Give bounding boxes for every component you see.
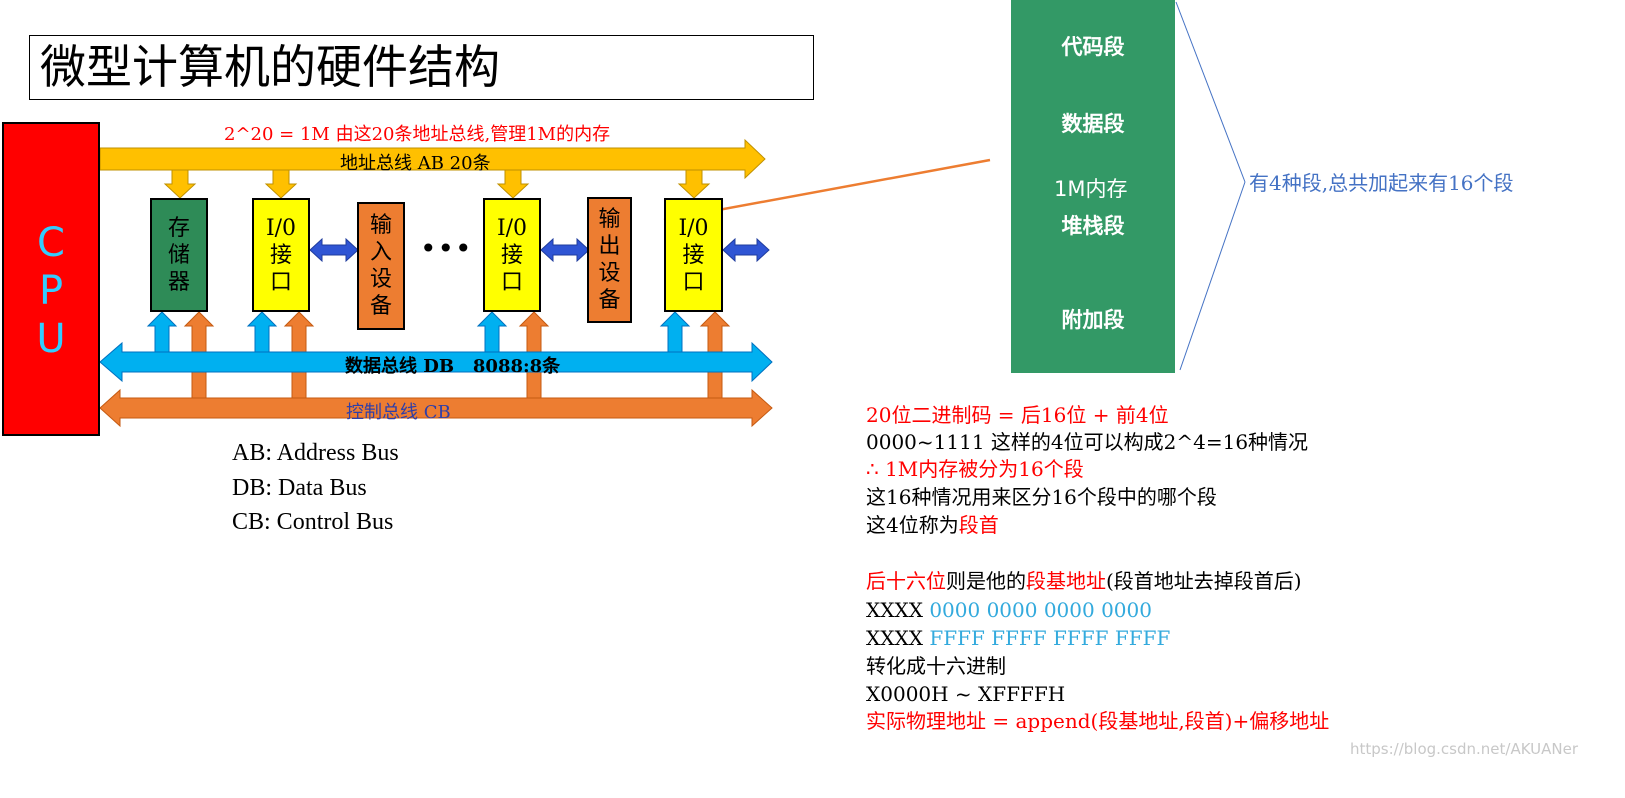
segment-extra: 附加段 [1011, 271, 1175, 373]
brace-note: 有4种段,总共加起来有16个段 [1249, 171, 1514, 195]
note-text: (段首地址去掉段首后) [1106, 569, 1302, 593]
legend-ab: AB: Address Bus [232, 440, 399, 466]
io1-input-arrow [309, 237, 359, 263]
cpu-letter: U [36, 316, 66, 362]
cpu-block: C P U [2, 122, 100, 436]
io-interface-1: I/0 接 口 [252, 198, 310, 312]
output-char: 备 [598, 288, 621, 313]
input-device: 输 入 设 备 [357, 202, 405, 330]
control-bus-label: 控制总线 CB [346, 402, 451, 423]
note-line-10: X0000H ~ XFFFFH [866, 682, 1066, 706]
input-char: 输 [369, 213, 392, 238]
segment-data: 数据段 [1011, 87, 1175, 174]
io-label: 接 [682, 242, 705, 268]
io-label: I/0 [265, 215, 297, 241]
cpu-letter: P [38, 268, 64, 314]
memory-label: 1M内存 [1054, 177, 1128, 201]
io-interface-3: I/0 接 口 [664, 198, 723, 312]
segment-code: 代码段 [1011, 0, 1175, 87]
output-char: 设 [598, 261, 621, 286]
note-highlight: 段首 [958, 513, 999, 537]
output-char: 出 [598, 234, 621, 259]
output-device: 输 出 设 备 [587, 197, 632, 323]
note-highlight: 后十六位 [866, 569, 946, 593]
io3-out-arrow [722, 237, 770, 263]
note-line-3: ∴ 1M内存被分为16个段 [866, 457, 1084, 481]
io-label: I/0 [496, 215, 528, 241]
io-label: I/0 [678, 215, 709, 241]
note-binary: FFFF FFFF FFFF FFFF [929, 626, 1171, 650]
input-char: 入 [369, 240, 392, 265]
data-arrow-io2 [476, 311, 508, 353]
address-bus-note: 2^20 = 1M 由这20条地址总线,管理1M的内存 [224, 124, 611, 145]
note-text: 这4位称为 [866, 513, 959, 537]
io-interface-2: I/0 接 口 [483, 198, 541, 312]
note-line-9: 转化成十六进制 [866, 654, 1006, 678]
data-arrow-io3 [659, 311, 691, 353]
data-arrow-memory [146, 311, 178, 353]
cpu-letter: C [37, 220, 65, 266]
ellipsis: ••• [420, 232, 473, 265]
input-char: 备 [369, 294, 392, 319]
data-bus-label: 数据总线 DB 8088:8条 [345, 356, 561, 377]
note-text: XXXX [866, 626, 923, 650]
watermark: https://blog.csdn.net/AKUANer [1350, 740, 1579, 758]
note-line-1: 20位二进制码 = 后16位 + 前4位 [866, 403, 1169, 427]
io2-output-arrow [540, 237, 590, 263]
input-char: 设 [369, 267, 392, 292]
addr-arrow-io2 [496, 169, 530, 199]
output-char: 输 [598, 207, 621, 232]
brace-line-top [1175, 1, 1246, 183]
brace-line-bottom [1179, 181, 1246, 371]
addr-arrow-io3 [677, 169, 711, 199]
io-label: 口 [269, 269, 292, 295]
note-line-11: 实际物理地址 = append(段基地址,段首)+偏移地址 [866, 709, 1330, 733]
address-bus-arrow [99, 138, 766, 180]
memory-char: 储 [167, 242, 190, 268]
addr-arrow-io1 [264, 169, 298, 199]
io-label: 接 [500, 242, 523, 268]
note-line-6: 后十六位则是他的段基地址(段首地址去掉段首后) [866, 568, 1302, 595]
memory-block: 存 储 器 [150, 198, 208, 312]
data-arrow-io1 [246, 311, 278, 353]
note-line-8: XXXX FFFF FFFF FFFF FFFF [866, 625, 1170, 652]
io-label: 接 [269, 242, 292, 268]
page-title: 微型计算机的硬件结构 [29, 35, 814, 100]
legend-db: DB: Data Bus [232, 475, 367, 501]
note-line-2: 0000~1111 这样的4位可以构成2^4=16种情况 [866, 430, 1309, 454]
io-label: 口 [682, 269, 705, 295]
note-text: XXXX [866, 598, 923, 622]
legend-cb: CB: Control Bus [232, 509, 394, 535]
note-line-4: 这16种情况用来区分16个段中的哪个段 [866, 485, 1217, 509]
memory-char: 器 [167, 269, 190, 295]
addr-arrow-memory [163, 169, 197, 199]
address-bus-label: 地址总线 AB 20条 [340, 153, 491, 174]
note-line-5: 这4位称为段首 [866, 512, 999, 539]
segment-stack: 堆栈段 [1011, 174, 1175, 271]
note-line-7: XXXX 0000 0000 0000 0000 [866, 597, 1152, 624]
note-binary: 0000 0000 0000 0000 [929, 598, 1152, 622]
note-highlight: 段基地址 [1026, 569, 1106, 593]
note-text: 则是他的 [946, 569, 1026, 593]
control-bus-arrow [99, 388, 773, 428]
memory-char: 存 [167, 215, 190, 241]
io-label: 口 [500, 269, 523, 295]
